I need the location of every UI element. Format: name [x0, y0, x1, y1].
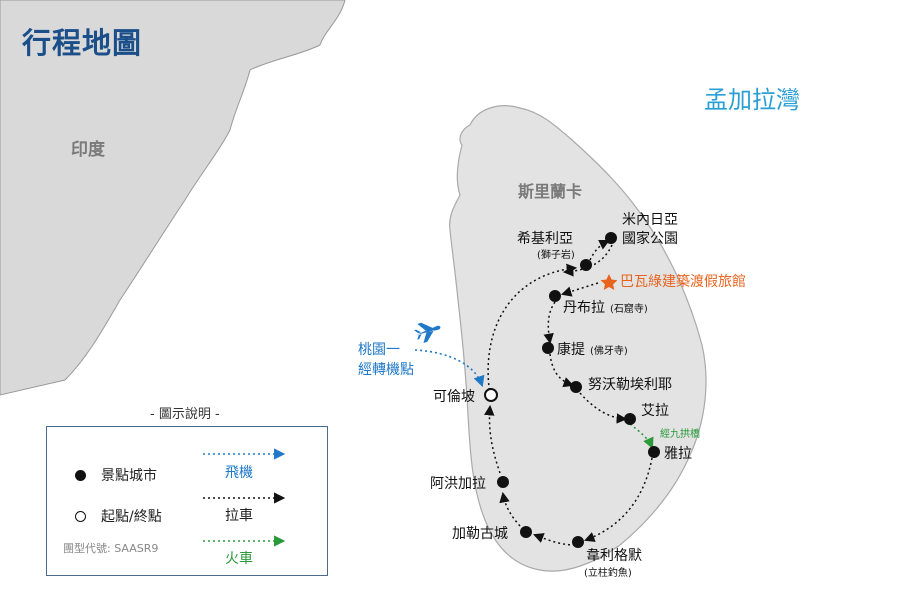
- label-colombo: 可倫坡: [433, 389, 475, 405]
- start-end-colombo: [484, 388, 498, 402]
- label-galle: 加勒古城: [452, 526, 508, 542]
- india-landmass: [0, 0, 346, 396]
- label-nine-arch: 經九拱橋: [660, 427, 700, 440]
- label-minneriya-2: 國家公園: [622, 230, 678, 247]
- india-label: 印度: [71, 139, 106, 160]
- dot-galle: [520, 526, 532, 538]
- dot-ella: [624, 413, 636, 425]
- label-ahungalla: 阿洪加拉: [430, 476, 486, 492]
- label-yala: 雅拉: [664, 446, 692, 462]
- label-dambulla-note: (石窟寺): [610, 302, 648, 315]
- label-sigiriya: 希基利亞: [517, 230, 573, 247]
- label-transit-2: 經轉機點: [358, 362, 414, 378]
- label-nuwara-eliya: 努沃勒埃利耶: [588, 377, 672, 393]
- tour-code: 團型代號: SAASR9: [63, 542, 159, 555]
- airplane-icon: [414, 322, 441, 343]
- label-weligama-note: (立柱釣魚): [584, 566, 632, 579]
- legend-lines: [202, 447, 285, 547]
- dot-weligama: [572, 536, 584, 548]
- label-resort: 巴瓦綠建築渡假旅館: [620, 273, 746, 290]
- route-minneriya-dambulla: [562, 244, 613, 277]
- label-transit-1: 桃園一: [358, 342, 400, 358]
- route-kandy-nuwara: [549, 353, 574, 388]
- flight-route-return: [414, 352, 470, 375]
- sri-lanka-island: [449, 105, 707, 572]
- label-ella: 艾拉: [641, 403, 669, 419]
- label-weligama: 韋利格默: [586, 548, 642, 564]
- dot-yala: [648, 446, 660, 458]
- sri-lanka-label: 斯里蘭卡: [518, 182, 582, 201]
- star-icon: [600, 274, 618, 290]
- dot-minneriya: [605, 232, 617, 244]
- label-kandy: 康提: [557, 341, 585, 358]
- legend-car: 拉車: [225, 508, 253, 524]
- dot-dambulla: [549, 290, 561, 302]
- legend-ring-icon: [75, 511, 86, 522]
- legend-title: - 圖示說明 -: [150, 407, 220, 422]
- legend-flight: 飛機: [225, 465, 253, 481]
- label-kandy-note: (佛牙寺): [590, 344, 628, 357]
- route-weligama-galle: [533, 533, 576, 546]
- legend-start-end: 起點/終點: [101, 509, 162, 525]
- dot-kandy: [542, 342, 554, 354]
- dot-sigiriya: [580, 259, 592, 271]
- label-dambulla: 丹布拉: [563, 300, 605, 316]
- page-title: 行程地圖: [22, 26, 143, 60]
- legend-attraction: 景點城市: [101, 468, 157, 484]
- label-sigiriya-note: (獅子岩): [537, 248, 575, 261]
- legend-dot-icon: [75, 470, 86, 481]
- route-dambulla-kandy: [543, 301, 556, 345]
- flight-route: [414, 349, 485, 388]
- route-yala-weligama: [584, 457, 653, 542]
- legend: 景點城市 起點/終點 團型代號: SAASR9 飛機 拉車 火車: [46, 426, 328, 576]
- label-minneriya-1: 米內日亞: [622, 212, 678, 228]
- route-nuwara-ella: [579, 392, 628, 424]
- route-colombo-sigiriya: [487, 263, 578, 396]
- dot-nuwara-eliya: [570, 381, 582, 393]
- dot-ahungalla: [497, 476, 509, 488]
- route-ahungalla-colombo: [484, 404, 501, 474]
- bay-label: 孟加拉灣: [704, 86, 800, 114]
- legend-train: 火車: [225, 551, 253, 567]
